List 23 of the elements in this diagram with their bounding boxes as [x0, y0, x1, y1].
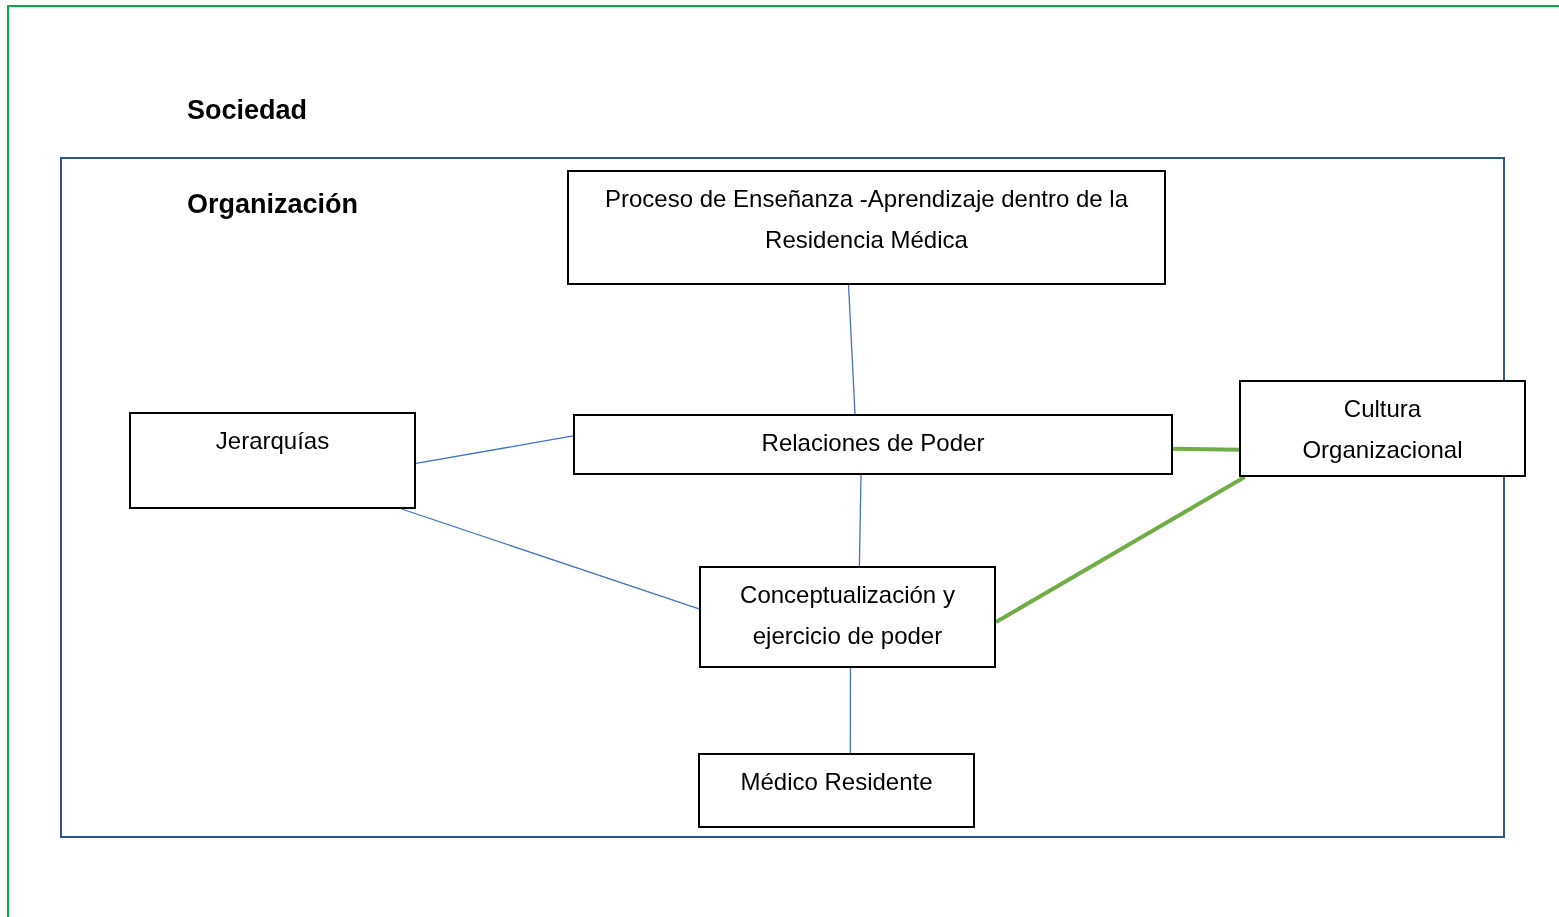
concept-label: Jerarquías [214, 426, 331, 456]
concept-box [699, 566, 996, 668]
concept-box [1239, 380, 1526, 477]
connector-line [995, 475, 1246, 624]
concept-label: Cultura Organizacional [1301, 394, 1464, 465]
connector-line [858, 474, 862, 567]
concept-box [698, 753, 975, 828]
connector-line [847, 284, 856, 415]
connector-line [849, 667, 852, 754]
concept-box [567, 170, 1166, 285]
concept-box [573, 414, 1173, 475]
concept-box [129, 412, 416, 509]
concept-label: Proceso de Enseñanza -Aprendizaje dentro de la Residencia Médica [604, 184, 1129, 255]
group-heading: Organización [187, 189, 359, 220]
society-frame [7, 5, 1559, 917]
group-heading: Sociedad [187, 95, 308, 126]
organization-frame [60, 157, 1505, 838]
connector-line [415, 435, 574, 465]
connector-line [401, 508, 700, 610]
concept-label: Relaciones de Poder [760, 428, 986, 458]
concept-label: Conceptualización y ejercicio de poder [739, 580, 956, 651]
connector-line [1172, 446, 1240, 452]
concept-label: Médico Residente [739, 767, 934, 797]
